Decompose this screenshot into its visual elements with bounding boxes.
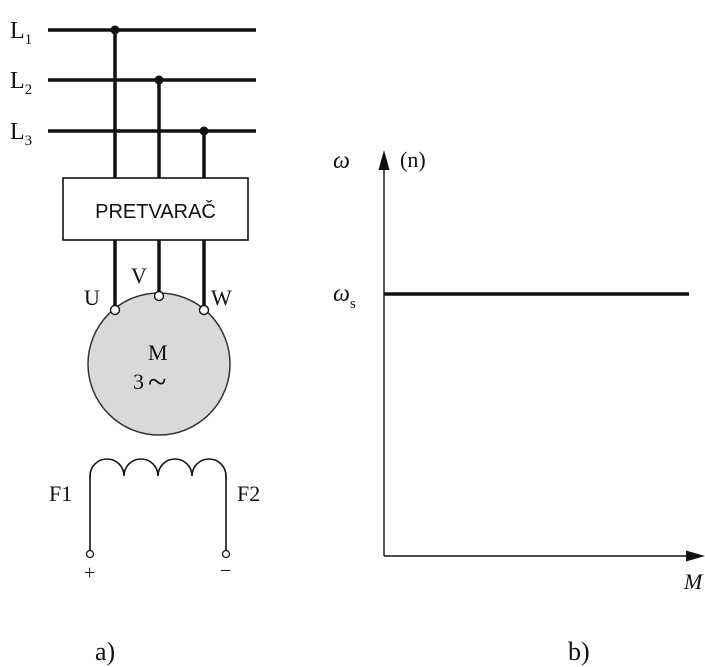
terminal-label-v: V: [131, 263, 147, 288]
field-terminal-minus: [221, 549, 231, 559]
field-label-f1: F1: [49, 481, 72, 506]
junction-dot-1: [110, 25, 120, 35]
circuit-diagram: L1 L2 L3 PRETVARAČ U V W M 3 ~: [10, 18, 260, 666]
field-terminal-plus: [85, 549, 95, 559]
line-label-l2: L2: [10, 68, 32, 98]
speed-torque-graph: ω (n) ωs M b): [333, 147, 705, 666]
motor-ac-symbol: ~: [148, 364, 166, 401]
junction-dot-3: [199, 126, 209, 136]
motor-letter: M: [148, 340, 168, 365]
terminal-w: [198, 304, 210, 316]
terminal-label-w: W: [211, 285, 232, 310]
y-axis-symbol: ω: [333, 148, 350, 174]
converter-box: [62, 177, 249, 241]
field-label-f2: F2: [237, 481, 260, 506]
terminal-u: [109, 304, 121, 316]
terminal-v: [153, 290, 165, 302]
line-label-l3: L3: [10, 119, 32, 149]
y-axis-alt-label: (n): [400, 147, 426, 172]
panel-label-a: a): [95, 637, 115, 666]
synchronous-speed-label: ωs: [333, 281, 356, 312]
panel-label-b: b): [568, 637, 590, 666]
junction-dot-2: [154, 75, 164, 85]
field-sign-minus: −: [220, 560, 231, 582]
motor-phase-count: 3: [133, 369, 144, 394]
line-label-l1: L1: [10, 18, 32, 48]
x-axis-arrow-icon: [686, 550, 705, 562]
terminal-label-u: U: [84, 285, 100, 310]
y-axis-arrow-icon: [378, 150, 390, 170]
field-coil: [89, 458, 227, 477]
x-axis-label: M: [683, 569, 704, 594]
converter-label: PRETVARAČ: [95, 200, 216, 223]
field-sign-plus: +: [84, 562, 95, 584]
